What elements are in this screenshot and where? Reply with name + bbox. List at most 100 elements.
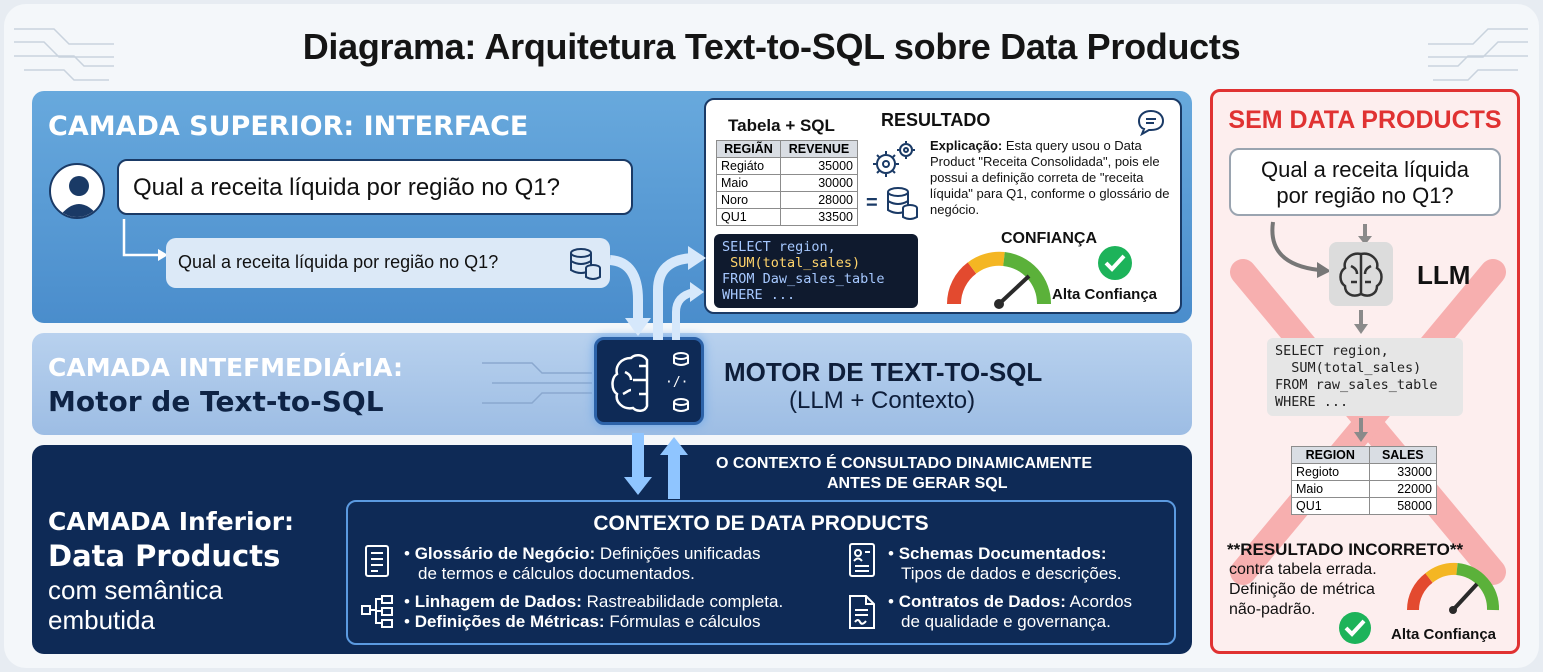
red-x-icon — [1230, 259, 1506, 585]
table-cell: Maio — [716, 174, 781, 192]
sql-line: SELECT region, — [722, 239, 836, 255]
right-question-text: Qual a receita líquida — [1261, 157, 1469, 182]
schema-icon — [849, 543, 875, 577]
context-item-label: Glossário de Negócio: — [414, 544, 596, 563]
forwarded-question-text: Qual a receita líquida por região no Q1? — [178, 252, 499, 272]
table-cell: 30000 — [779, 174, 859, 192]
table-cell: 22000 — [1368, 480, 1438, 498]
context-title: CONTEXTO DE DATA PRODUCTS — [593, 512, 929, 535]
llm-box — [1329, 242, 1393, 306]
brain-icon: ·/· — [611, 352, 689, 412]
table-cell: 33000 — [1368, 463, 1438, 481]
table-cell: Regioto — [1291, 463, 1370, 481]
table-cell: Noro — [716, 191, 781, 209]
table-header-row: REGIÃN REVENUE — [716, 140, 859, 158]
chat-icon — [1137, 109, 1165, 136]
without-data-products-panel: SEM DATA PRODUCTS Qual a receita líquida… — [1210, 89, 1520, 654]
table-cell: 35000 — [779, 157, 859, 175]
context-item: • Linhagem de Dados: Rastreabilidade com… — [404, 592, 784, 611]
contract-icon — [849, 595, 875, 629]
sql-line: SUM(total_sales) — [1275, 360, 1422, 376]
bottom-layer-panel: CAMADA Inferior: Data Products com semân… — [32, 433, 1192, 654]
user-question-text: Qual a receita líquida por região no Q1? — [133, 174, 560, 201]
explanation-block: Explicação: Esta query usou o Data Produ… — [930, 138, 1180, 218]
context-item-label: Definições de Métricas: — [414, 612, 605, 631]
lineage-icon — [361, 595, 393, 628]
incorrect-result-title: **RESULTADO INCORRETO** — [1227, 540, 1464, 559]
context-item-text: Fórmulas e cálculos — [609, 612, 761, 631]
page-title: Diagrama: Arquitetura Text-to-SQL sobre … — [302, 26, 1241, 67]
svg-text:·/·: ·/· — [665, 375, 688, 390]
flow-arrows-icon — [609, 246, 706, 340]
context-note: O CONTEXTO É CONSULTADO DINAMICAMENTE — [716, 455, 1092, 472]
confidence-gauge-icon — [947, 251, 1052, 309]
table-header-cell: REVENUE — [779, 140, 859, 158]
context-item-text: Acordos — [1069, 592, 1133, 611]
database-icon — [570, 248, 601, 280]
bottom-layer-title: CAMADA Inferior: — [48, 507, 295, 536]
gears-icon — [873, 141, 915, 177]
equals-sign: = — [866, 192, 878, 214]
context-item-text: de termos e cálculos documentados. — [418, 564, 695, 583]
explanation-text: Esta query usou o Data Product "Receita … — [930, 138, 1170, 217]
table-cell: 33500 — [779, 208, 859, 226]
table-header-cell: REGIÃN — [716, 140, 781, 158]
sql-line: WHERE ... — [1275, 394, 1349, 410]
arrow-down-icon — [1354, 310, 1368, 334]
table-header-cell: REGION — [1291, 446, 1370, 464]
context-item: • Glossário de Negócio: Definições unifi… — [404, 544, 761, 563]
context-item-label: Contratos de Dados: — [898, 592, 1066, 611]
incorrect-result-text: não-padrão. — [1229, 601, 1316, 618]
sql-line: FROM raw_sales_table — [1275, 377, 1438, 393]
flow-arrow-icon — [1270, 221, 1372, 278]
table-header-cell: SALES — [1368, 446, 1438, 464]
wrong-sql-block: SELECT region, SUM(total_sales) FROM raw… — [1267, 338, 1463, 416]
llm-label: LLM — [1417, 260, 1471, 290]
user-avatar-icon — [49, 163, 105, 219]
context-note: ANTES DE GERAR SQL — [827, 475, 1008, 492]
bottom-layer-desc: embutida — [48, 605, 155, 635]
circuit-decoration-right — [1428, 28, 1528, 81]
engine-subtitle: (LLM + Contexto) — [789, 387, 976, 414]
sql-line: SUM(total_sales) — [722, 255, 861, 271]
brain-icon — [1339, 252, 1383, 297]
database-icon — [887, 187, 918, 220]
table-cell: 28000 — [779, 191, 859, 209]
result-title: RESULTADO — [881, 110, 991, 130]
circuit-decoration-left — [14, 28, 114, 81]
table-header-row: REGION SALES — [1291, 446, 1438, 464]
confidence-value: Alta Confiança — [1391, 626, 1497, 643]
confidence-label: CONFIANÇA — [1001, 230, 1097, 247]
incorrect-result-text: contra tabela errada. — [1229, 561, 1377, 578]
sql-code-block: SELECT region, SUM(total_sales) FROM Daw… — [714, 234, 918, 308]
forwarded-question-bubble: Qual a receita líquida por região no Q1? — [166, 238, 610, 288]
table-cell: QU1 — [1291, 497, 1370, 515]
confidence-gauge-icon — [1407, 562, 1499, 614]
explanation-label: Explicação: — [930, 138, 1003, 153]
context-item: • Schemas Documentados: — [888, 544, 1107, 563]
check-icon — [1339, 612, 1371, 644]
table-cell: QU1 — [716, 208, 781, 226]
engine-box: ·/· — [594, 337, 704, 425]
table-cell: 58000 — [1368, 497, 1438, 515]
right-panel-title: SEM DATA PRODUCTS — [1228, 106, 1502, 134]
right-question-text: por região no Q1? — [1276, 183, 1454, 208]
user-question-bubble: Qual a receita líquida por região no Q1? — [117, 159, 633, 215]
sql-line: WHERE ... — [722, 287, 796, 303]
incorrect-result-text: Definição de métrica — [1229, 581, 1375, 598]
context-item-text: de qualidade e governança. — [901, 612, 1111, 631]
result-card: Tabela + SQL RESULTADO REGIÃN REVENUE Re… — [704, 98, 1182, 314]
context-box: CONTEXTO DE DATA PRODUCTS • Glossário de… — [346, 500, 1176, 645]
check-icon — [1098, 246, 1132, 280]
table-sql-title: Tabela + SQL — [728, 116, 835, 135]
arrow-down-icon — [1354, 418, 1368, 442]
middle-layer-subtitle: Motor de Text-to-SQL — [48, 385, 384, 418]
